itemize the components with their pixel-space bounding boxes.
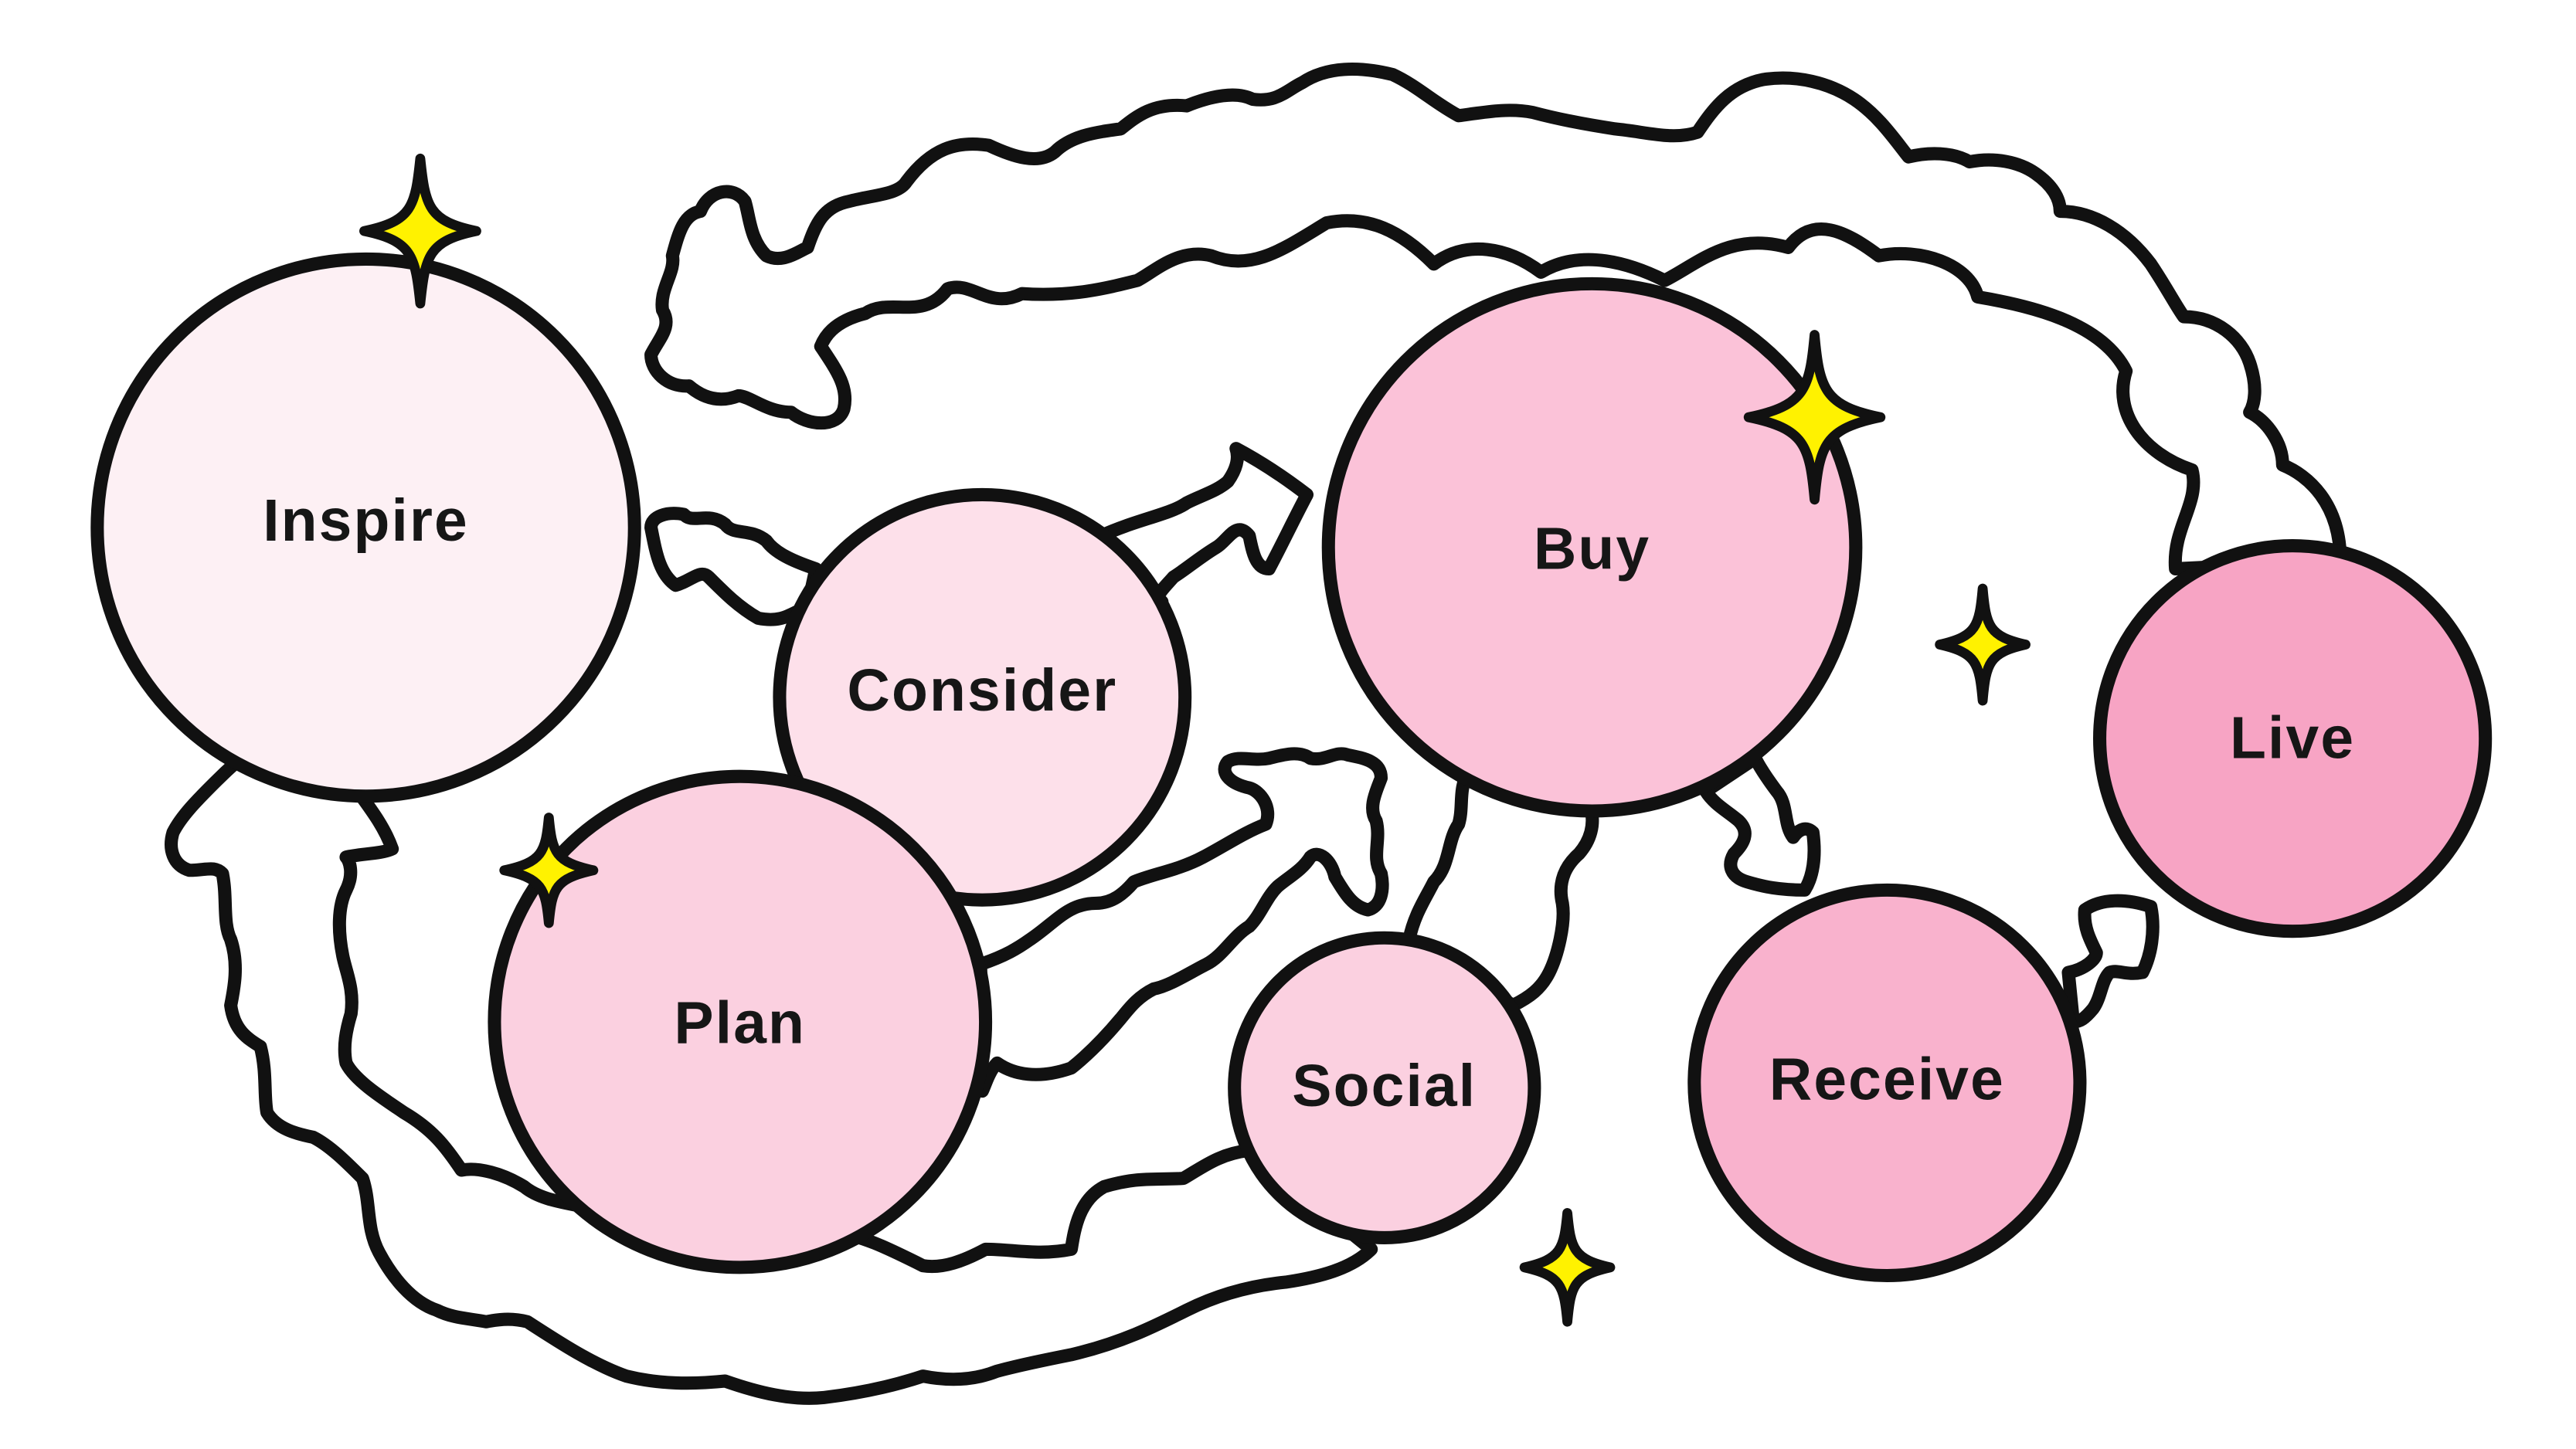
node-plan-circle (488, 769, 993, 1274)
node-receive-circle (1687, 883, 2087, 1283)
node-social: Social (1228, 931, 1541, 1244)
flow-consider-to-buy (1094, 442, 1314, 609)
node-live-circle (2093, 539, 2493, 938)
node-consider: Consider (773, 487, 1192, 907)
flow-social-to-buy (1402, 768, 1599, 1013)
node-inspire-label: Inspire (263, 487, 469, 554)
sparkle-icon (1935, 583, 2031, 706)
node-receive-label: Receive (1769, 1046, 2005, 1112)
node-social-label: Social (1292, 1053, 1477, 1119)
node-receive: Receive (1687, 883, 2087, 1283)
node-plan-label: Plan (674, 990, 806, 1057)
node-live: Live (2093, 539, 2493, 938)
node-plan: Plan (488, 769, 993, 1274)
node-inspire: Inspire (90, 252, 641, 803)
sparkle-icon (359, 153, 481, 309)
flow-inspire-to-consider (644, 507, 823, 626)
sparkle-icon (1743, 330, 1886, 505)
node-inspire-circle (90, 252, 641, 803)
flow-receive-to-live (2061, 894, 2160, 1029)
sparkles (359, 153, 2031, 1327)
node-consider-label: Consider (847, 657, 1117, 724)
flow-plan-to-buy (974, 747, 1389, 1098)
sparkle-icon (1519, 1208, 1616, 1327)
flow-buy-to-receive (1699, 752, 1821, 897)
flow-live-to-inspire (644, 62, 2347, 575)
node-live-label: Live (2230, 705, 2355, 772)
node-buy: Buy (1321, 277, 1863, 818)
node-social-circle (1228, 931, 1541, 1244)
node-buy-circle (1321, 277, 1863, 818)
sparkle-icon (499, 813, 599, 928)
node-consider-circle (773, 487, 1192, 907)
node-buy-label: Buy (1534, 515, 1650, 582)
